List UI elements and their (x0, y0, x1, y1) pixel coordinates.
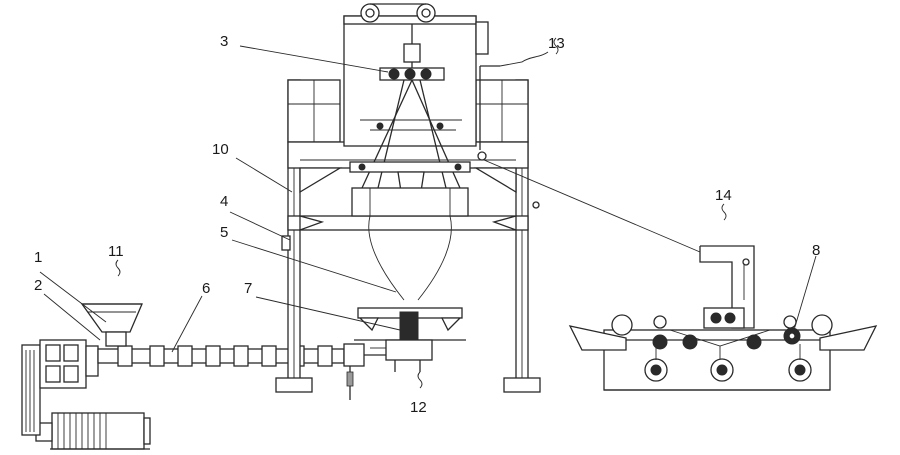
label-8: 8 (812, 242, 821, 259)
leader-lines (39, 45, 817, 353)
label-10: 10 (212, 141, 229, 158)
label-13: 13 (548, 35, 565, 52)
film-path-line (483, 159, 701, 253)
die-head (354, 307, 466, 372)
winder-unit (568, 245, 878, 391)
label-14: 14 (715, 187, 732, 204)
squiggle-markers (115, 37, 727, 389)
label-3: 3 (220, 33, 229, 50)
haul-off-unit (343, 3, 500, 217)
label-11: 11 (108, 243, 124, 260)
extruder-barrel (97, 343, 395, 400)
film-bubble (368, 215, 452, 301)
label-1: 1 (34, 249, 43, 266)
electric-motor (35, 412, 151, 450)
label-6: 6 (202, 280, 211, 297)
gearbox-drive (21, 339, 99, 436)
label-12: 12 (410, 399, 427, 416)
feed-hopper (80, 303, 143, 347)
label-4: 4 (220, 193, 229, 210)
label-5: 5 (220, 224, 229, 241)
label-2: 2 (34, 277, 43, 294)
label-7: 7 (244, 280, 253, 297)
